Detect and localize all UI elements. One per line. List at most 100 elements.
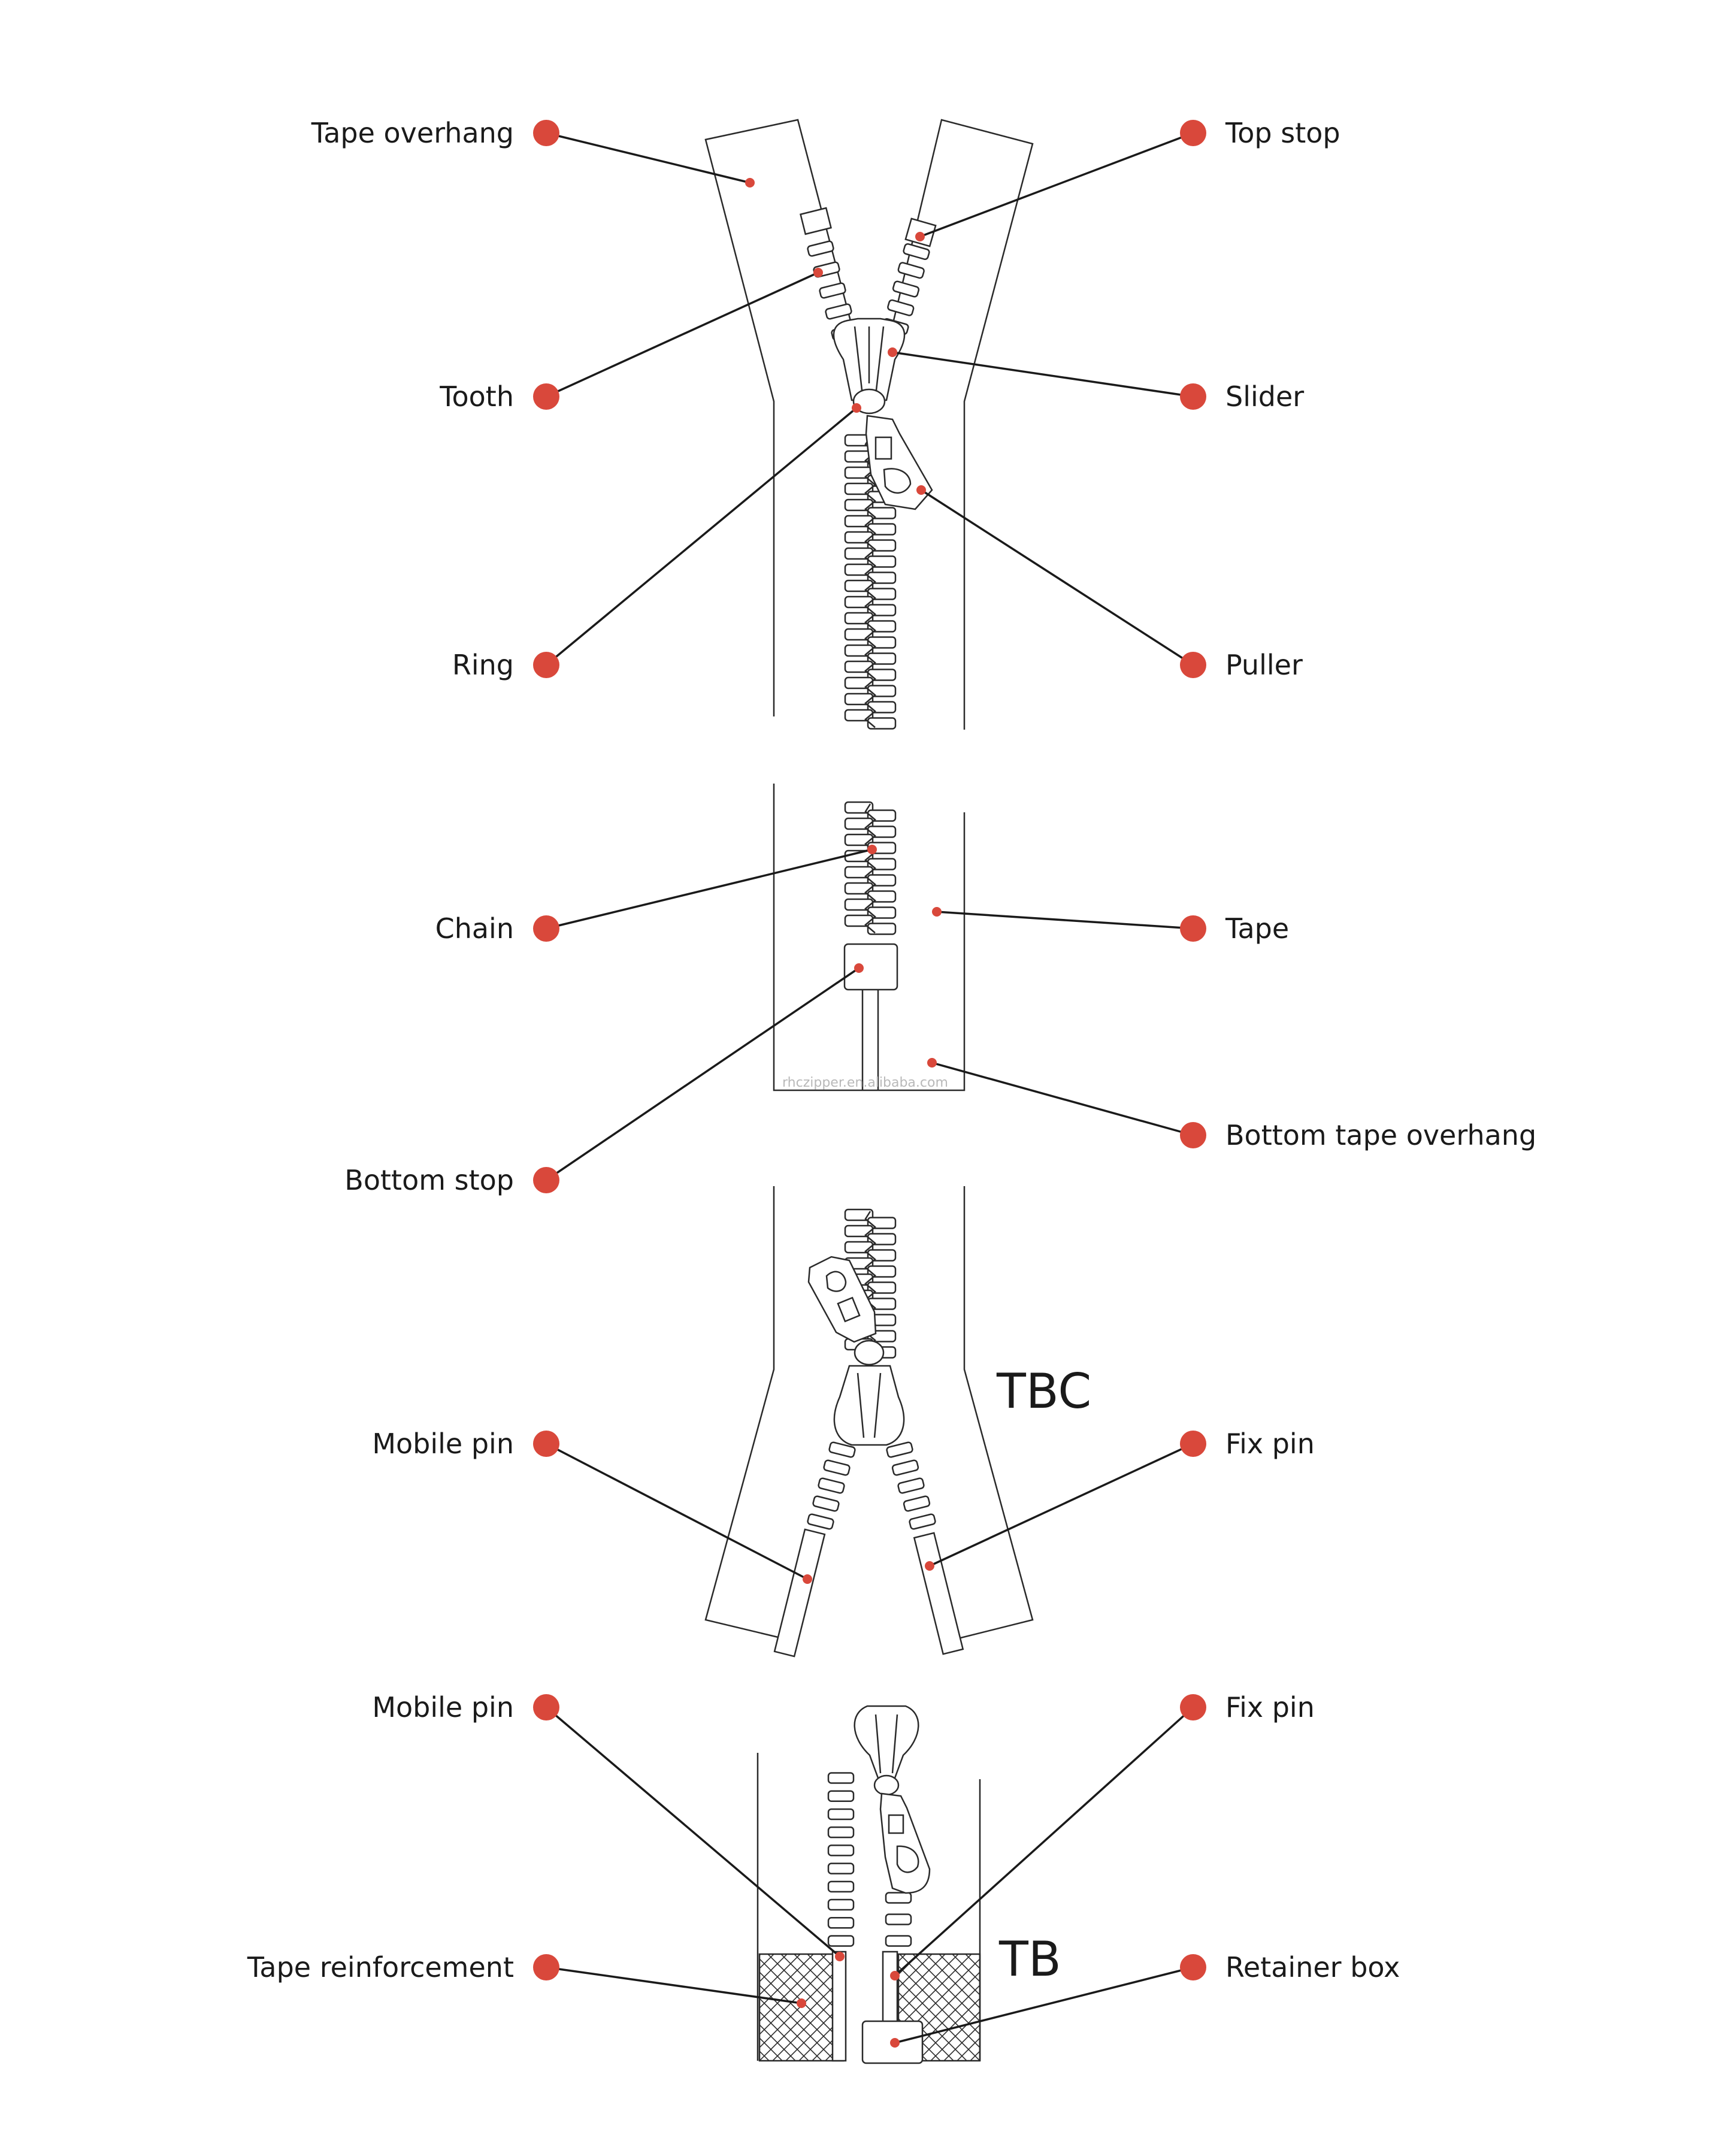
target-top-stop — [915, 232, 925, 241]
fix-pin — [913, 1532, 964, 1655]
zipper-tooth — [844, 482, 874, 495]
zipper-tooth — [844, 882, 874, 895]
zipper-tooth — [844, 644, 874, 657]
zipper-tooth — [844, 547, 874, 560]
zipper-tooth — [867, 858, 897, 870]
target-tape — [932, 907, 942, 917]
zipper-tbc-drawing: TBC — [704, 1186, 1091, 1658]
label-top-stop: Top stop — [1225, 117, 1340, 149]
zipper-tooth — [844, 563, 874, 576]
leader-top-stop — [919, 132, 1194, 238]
zipper-tooth — [887, 299, 915, 316]
zipper-tooth — [812, 1495, 840, 1512]
ring — [873, 1774, 900, 1796]
label-chain: Chain — [435, 912, 514, 945]
marker-tape — [1180, 915, 1206, 942]
zipper-tooth — [844, 833, 874, 846]
zipper-tooth — [867, 523, 897, 536]
label-tb-mobile-pin: Mobile pin — [372, 1691, 514, 1723]
zipper-tooth — [827, 1790, 855, 1802]
leader-tape-overhang — [546, 132, 750, 184]
zipper-tooth — [867, 669, 897, 681]
zipper-tooth — [844, 498, 874, 512]
leader-bottom-tape-overhang — [931, 1062, 1194, 1136]
zipper-tooth — [827, 1808, 855, 1821]
marker-tbc-fix-pin — [1180, 1431, 1206, 1457]
zipper-tooth — [827, 1772, 855, 1784]
target-slider — [888, 347, 897, 357]
zipper-tooth — [867, 1249, 897, 1262]
zipper-tooth — [885, 1892, 912, 1904]
zipper-tooth — [823, 1459, 851, 1476]
marker-retainer-box — [1180, 1954, 1206, 1980]
zipper-tooth — [867, 604, 897, 616]
zipper-tooth — [867, 571, 897, 584]
zipper-tooth — [903, 1495, 931, 1512]
zipper-tooth — [909, 1513, 936, 1530]
zipper-tooth — [891, 1459, 919, 1476]
zipper-tooth — [867, 539, 897, 552]
zipper-tooth — [867, 1233, 897, 1245]
leader-tbc-fix-pin — [929, 1443, 1194, 1567]
zipper-top-drawing — [704, 119, 1034, 730]
label-tooth: Tooth — [439, 380, 514, 413]
zipper-tooth — [867, 890, 897, 903]
watermark-text: rhczipper.en.alibaba.com — [782, 1075, 948, 1090]
marker-tooth — [533, 383, 559, 410]
zipper-tooth — [844, 709, 874, 722]
mobile-pin — [773, 1528, 826, 1658]
label-tape-reinforcement: Tape reinforcement — [247, 1951, 514, 1983]
zipper-tooth — [867, 906, 897, 919]
target-bottom-stop — [854, 963, 864, 973]
target-tape-overhang — [745, 178, 755, 188]
label-bottom-stop: Bottom stop — [344, 1164, 514, 1196]
zipper-tooth — [844, 1241, 874, 1254]
marker-ring — [533, 652, 559, 678]
zipper-tooth — [897, 1477, 925, 1494]
marker-tbc-mobile-pin — [533, 1431, 559, 1457]
zipper-tooth — [867, 620, 897, 633]
marker-tb-mobile-pin — [533, 1694, 559, 1720]
callout-leader-lines — [545, 132, 1194, 2044]
marker-tape-reinforcement — [533, 1954, 559, 1980]
fix-pin — [882, 1951, 898, 2025]
interlocked-chain — [844, 801, 897, 935]
zipper-tooth — [827, 1917, 855, 1929]
leader-ring — [545, 407, 858, 666]
zipper-tooth — [867, 923, 897, 935]
target-tb-fix-pin — [890, 1971, 900, 1980]
zipper-tooth — [867, 717, 897, 730]
left-tooth-row — [807, 1441, 856, 1530]
zipper-tooth — [844, 612, 874, 625]
marker-chain — [533, 915, 559, 942]
zipper-tooth — [825, 303, 852, 320]
zipper-tooth — [903, 243, 930, 261]
label-tape-overhang: Tape overhang — [311, 117, 514, 149]
zipper-tooth — [867, 652, 897, 665]
mobile-pin — [831, 1951, 847, 2062]
callout-target-dots — [745, 178, 942, 2048]
zipper-tooth — [892, 280, 920, 298]
zipper-tooth — [844, 660, 874, 673]
zipper-tooth — [885, 1913, 912, 1925]
marker-bottom-stop — [533, 1167, 559, 1193]
zipper-tooth — [827, 1880, 855, 1893]
zipper-tooth — [827, 1826, 855, 1839]
marker-slider — [1180, 383, 1206, 410]
zipper-tooth — [867, 809, 897, 822]
target-tbc-fix-pin — [925, 1561, 934, 1571]
zipper-tooth — [897, 262, 925, 279]
zipper-tooth — [885, 1935, 912, 1947]
label-tape: Tape — [1225, 912, 1289, 945]
target-tooth — [813, 268, 823, 277]
zipper-tooth — [867, 507, 897, 519]
leader-tbc-mobile-pin — [546, 1443, 808, 1580]
leader-tape-reinforcement — [546, 1966, 802, 2004]
right-tooth-row — [885, 1892, 912, 1947]
zipper-tooth — [844, 628, 874, 641]
zipper-tooth — [844, 1224, 874, 1238]
marker-tape-overhang — [533, 120, 559, 146]
target-chain — [867, 845, 877, 854]
ring — [854, 1339, 885, 1366]
